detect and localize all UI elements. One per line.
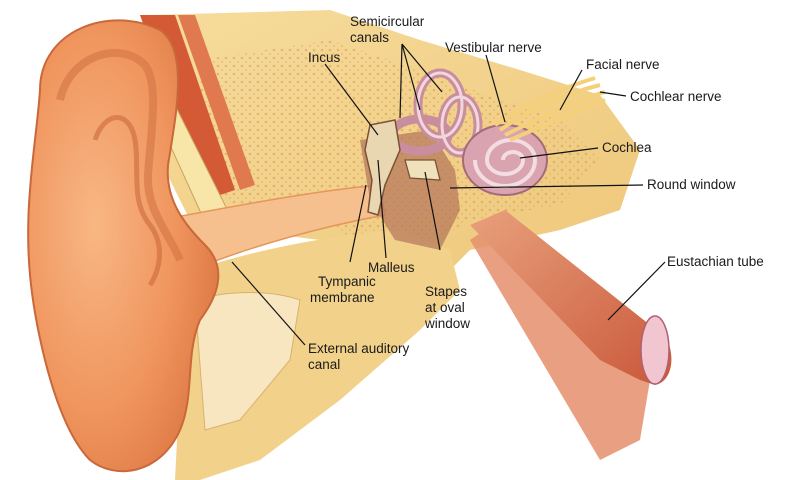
label-facial-nerve: Facial nerve [586, 57, 660, 72]
leader-round-window [449, 184, 644, 189]
label-eustachian-tube: Eustachian tube [667, 254, 764, 269]
label-stapes-line3: window [424, 316, 470, 331]
label-cochlear-nerve: Cochlear nerve [630, 89, 722, 104]
leader-cochlear [599, 91, 627, 97]
muscle-fiber [178, 15, 255, 190]
leader-stapes [424, 171, 441, 251]
label-stapes-line1: Stapes [425, 284, 467, 299]
leader-external [231, 261, 306, 346]
eustachian-muscle [470, 220, 650, 460]
leader-lines [231, 43, 666, 346]
label-incus: Incus [308, 50, 341, 65]
label-semicircular-line2: canals [350, 30, 389, 45]
label-stapes-line2: at oval [425, 300, 465, 315]
label-tympanic-line2: membrane [310, 290, 375, 305]
cochlea-shape [462, 124, 548, 196]
auricle-fold [56, 48, 184, 262]
stapes-shape [404, 159, 441, 181]
leader-semicircular-a [401, 43, 421, 111]
leader-cochlea [519, 147, 599, 159]
auricle [27, 19, 220, 473]
eustachian-opening [640, 315, 670, 385]
label-external-line1: External auditory [308, 341, 410, 356]
leader-malleus [377, 159, 387, 259]
leader-semicircular-b [401, 43, 443, 93]
label-cochlea: Cochlea [602, 140, 652, 155]
ossicles [364, 119, 401, 216]
eustachian-tube-shape [470, 210, 672, 385]
label-tympanic-line1: Tympanic [318, 274, 376, 289]
leader-vestibular [485, 54, 506, 123]
nerve-bundle [493, 76, 606, 142]
leader-incus [324, 63, 379, 136]
leader-semicircular-c [399, 43, 403, 119]
leader-eustachian [607, 261, 666, 321]
label-semicircular-line1: Semicircular [350, 14, 425, 29]
auricle-inner [92, 115, 162, 287]
leader-facial [559, 69, 583, 111]
label-round-window: Round window [647, 177, 736, 192]
label-malleus: Malleus [368, 260, 415, 275]
leader-tympanic [349, 184, 367, 263]
label-external-line2: canal [308, 357, 340, 372]
label-vestibular-nerve: Vestibular nerve [445, 40, 542, 55]
